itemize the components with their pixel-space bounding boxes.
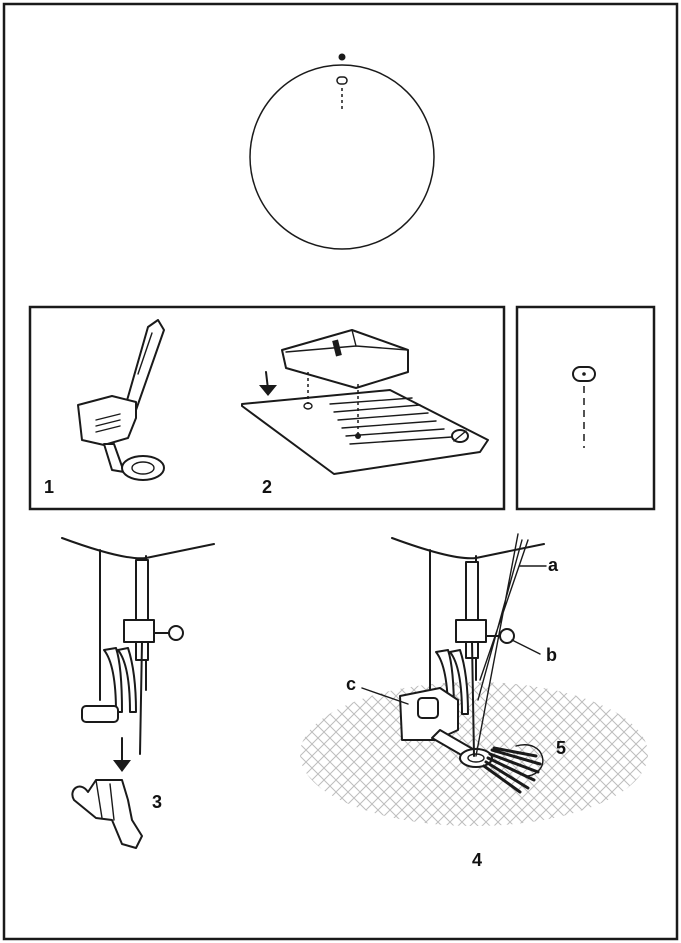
darning-in-progress-step-4: a b c 5 4 <box>300 533 648 870</box>
needle-clamp <box>123 619 155 643</box>
needle-position-panel <box>515 305 656 511</box>
needle-mounted <box>471 641 475 757</box>
needle <box>139 641 143 755</box>
step-4-label: 4 <box>472 850 482 870</box>
machine-arm-outline <box>61 537 215 560</box>
presser-bar-end <box>81 705 119 723</box>
needle-plate-circle-detail <box>249 53 435 250</box>
foot-lever <box>125 319 165 411</box>
leader-b <box>511 639 541 655</box>
thread-lines <box>475 533 529 757</box>
clamp-screw-b <box>499 628 515 644</box>
step-5-label: 5 <box>556 738 566 758</box>
leader-c <box>361 687 409 705</box>
darned-stitches <box>482 746 542 794</box>
darning-cover-plate <box>281 329 409 389</box>
needle-position-icon <box>572 366 596 448</box>
foot-ring <box>121 455 165 481</box>
foot-body <box>77 395 137 446</box>
foot-shank <box>103 443 125 473</box>
darning-foot-step3 <box>71 779 143 849</box>
clamp-screw <box>168 625 184 641</box>
part-b-label: b <box>546 645 557 665</box>
needle-point-dot <box>338 53 346 61</box>
step-2-label: 2 <box>262 477 272 497</box>
foot-ring-mounted <box>459 748 493 768</box>
steps-1-2-panel <box>28 305 506 511</box>
part-c-label: c <box>346 674 356 694</box>
needle-hole-icon <box>336 76 348 85</box>
step-3-label: 3 <box>152 792 162 812</box>
needle-plate <box>241 389 489 475</box>
detail-circle <box>249 64 435 250</box>
down-arrow-icon-step3 <box>113 760 131 772</box>
step-1-label: 1 <box>44 477 54 497</box>
darning-foot-illustration: 1 <box>44 319 165 497</box>
machine-head-step-3: 3 <box>61 537 215 849</box>
darning-plate-illustration: 2 <box>241 329 489 497</box>
down-arrow-icon <box>259 385 277 396</box>
part-a-label: a <box>548 555 559 575</box>
